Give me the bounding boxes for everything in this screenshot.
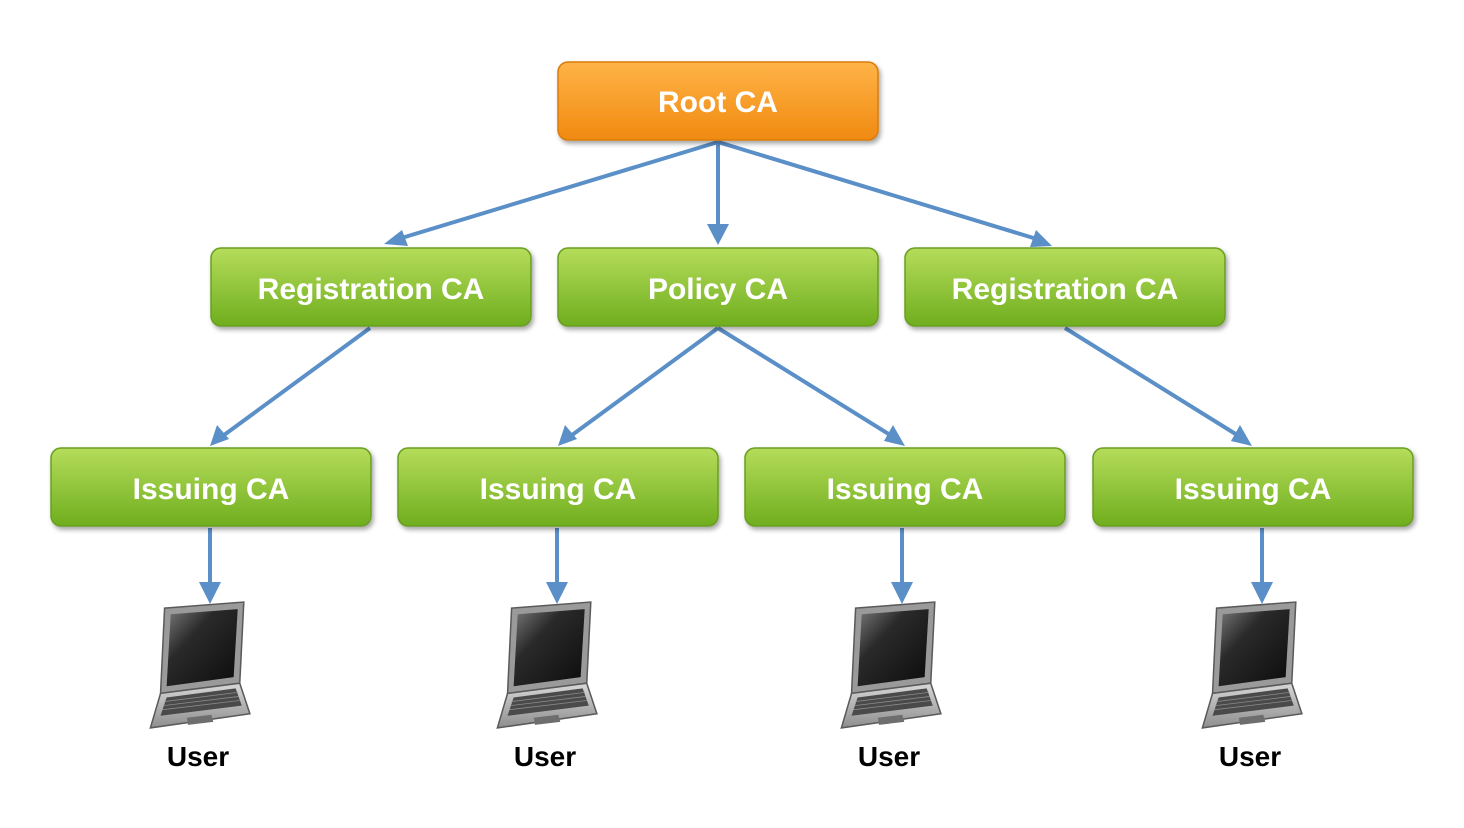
arrowhead — [884, 425, 905, 446]
node-registration-ca-left[interactable]: Registration CA — [210, 247, 532, 327]
user-3-label: User — [858, 741, 920, 772]
edge-root-to-registration-left — [394, 140, 719, 242]
node-registration-ca-left-label: Registration CA — [258, 273, 485, 306]
arrowhead — [891, 582, 913, 604]
arrowhead — [384, 230, 408, 246]
node-issuing-ca-2-label: Issuing CA — [480, 473, 637, 506]
arrowhead — [558, 425, 577, 446]
arrowhead — [707, 224, 729, 245]
arrowhead — [1251, 582, 1273, 604]
arrowhead — [1030, 230, 1052, 247]
arrowhead — [546, 582, 568, 604]
laptop-icon — [149, 601, 251, 729]
edge-root-to-registration-right — [717, 140, 1041, 242]
node-issuing-ca-4-label: Issuing CA — [1175, 473, 1332, 506]
laptop-icon — [1201, 601, 1303, 729]
node-registration-ca-right-label: Registration CA — [952, 273, 1179, 306]
arrowhead — [1231, 425, 1252, 446]
user-2[interactable]: User — [496, 601, 598, 772]
node-root-ca-label: Root CA — [658, 86, 778, 119]
edges — [199, 140, 1273, 604]
edge-registration-left-to-issuing-1 — [218, 326, 372, 440]
node-issuing-ca-1[interactable]: Issuing CA — [50, 447, 372, 527]
user-4-label: User — [1219, 741, 1281, 772]
user-3[interactable]: User — [840, 601, 942, 772]
node-policy-ca-label: Policy CA — [648, 273, 788, 306]
edge-policy-to-issuing-3 — [716, 326, 897, 440]
node-root-ca[interactable]: Root CA — [557, 61, 879, 141]
arrowhead — [210, 425, 229, 446]
node-registration-ca-right[interactable]: Registration CA — [904, 247, 1226, 327]
node-issuing-ca-2[interactable]: Issuing CA — [397, 447, 719, 527]
laptop-icon — [496, 601, 598, 729]
user-1-label: User — [167, 741, 229, 772]
user-1[interactable]: User — [149, 601, 251, 772]
user-2-label: User — [514, 741, 576, 772]
user-4[interactable]: User — [1201, 601, 1303, 772]
node-issuing-ca-3-label: Issuing CA — [827, 473, 984, 506]
node-policy-ca[interactable]: Policy CA — [557, 247, 879, 327]
node-issuing-ca-1-label: Issuing CA — [133, 473, 290, 506]
laptop-icon — [840, 601, 942, 729]
arrowhead — [199, 582, 221, 604]
edge-registration-right-to-issuing-4 — [1063, 326, 1244, 440]
edge-policy-to-issuing-2 — [566, 326, 720, 440]
node-issuing-ca-3[interactable]: Issuing CA — [744, 447, 1066, 527]
node-issuing-ca-4[interactable]: Issuing CA — [1092, 447, 1414, 527]
